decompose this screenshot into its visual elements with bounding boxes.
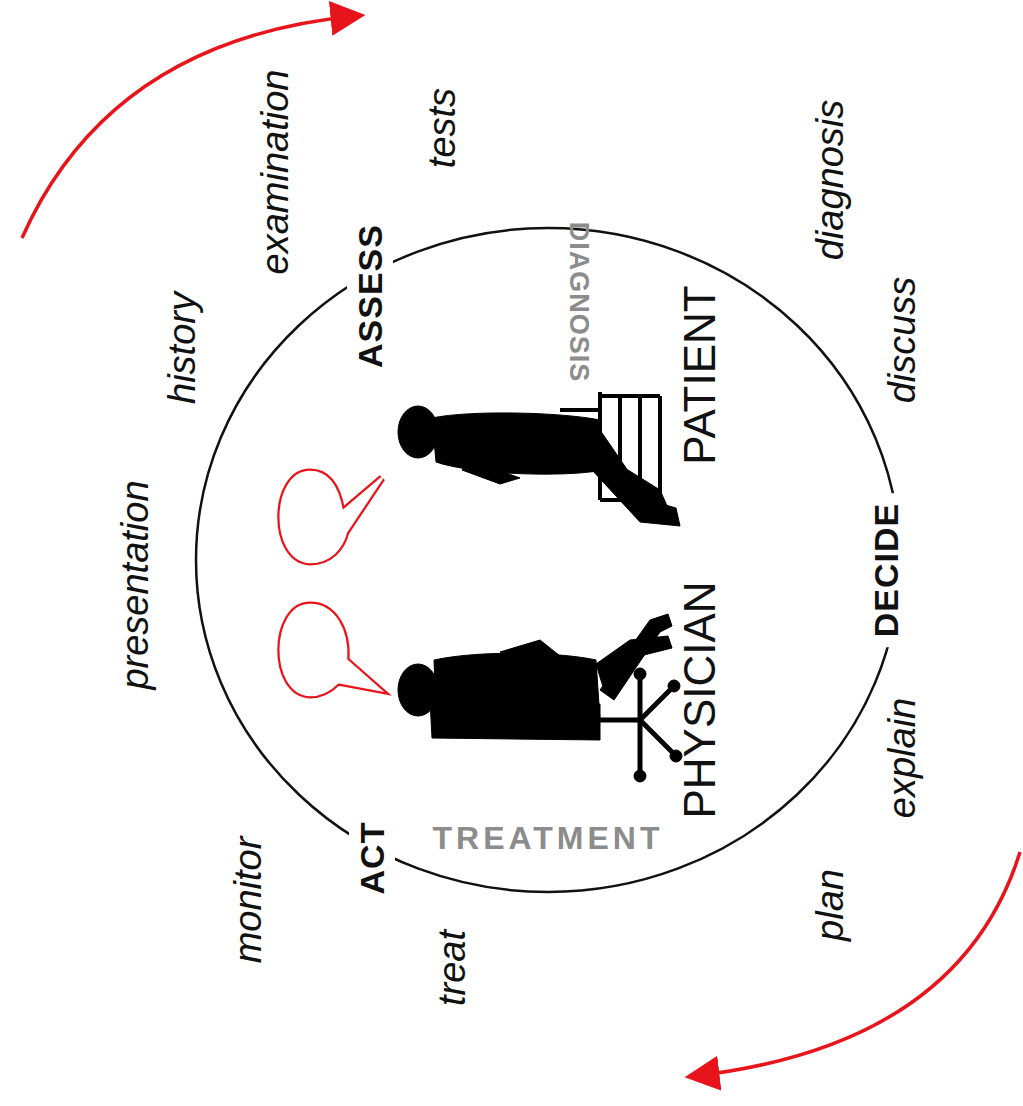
step-word: history <box>163 292 201 404</box>
physician-silhouette <box>398 614 682 782</box>
phase-label: ACT <box>349 812 395 905</box>
step-word: presentation <box>116 480 154 689</box>
stage-label: TREATMENT <box>433 822 664 854</box>
step-word: discuss <box>883 277 921 404</box>
cycle-arrow <box>695 852 1020 1076</box>
patient-silhouette <box>398 392 680 526</box>
phase-label: DECIDE <box>863 493 909 647</box>
step-word: tests <box>423 88 461 168</box>
step-word: explain <box>883 698 921 818</box>
step-word: diagnosis <box>811 100 849 261</box>
step-word: monitor <box>229 837 267 964</box>
step-word: examination <box>256 70 294 275</box>
stage-label: DIAGNOSIS <box>565 222 592 383</box>
role-label: PHYSICIAN <box>678 581 722 818</box>
step-word: treat <box>433 930 471 1006</box>
step-word: plan <box>811 869 849 941</box>
cycle-ring <box>196 228 900 892</box>
cycle-arrow <box>22 16 355 238</box>
phase-label: ASSESS <box>347 214 393 378</box>
speech-bubble <box>281 605 380 695</box>
speech-bubble <box>281 472 382 562</box>
role-label: PATIENT <box>678 285 722 464</box>
